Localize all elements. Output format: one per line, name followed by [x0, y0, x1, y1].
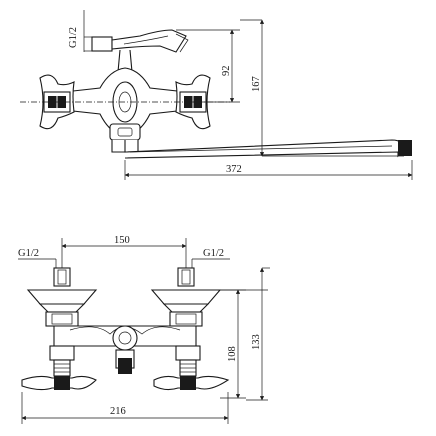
- left-inlet: [26, 267, 98, 327]
- front-body: [53, 325, 197, 374]
- thread-label-right: G1/2: [203, 248, 224, 259]
- thread-label-left: G1/2: [18, 248, 39, 259]
- mixer-body: [63, 67, 187, 153]
- dim-167: 167: [251, 76, 262, 92]
- dim-372: 372: [226, 164, 242, 175]
- diverter-lever: [91, 29, 189, 53]
- dim-133: 133: [251, 334, 262, 350]
- front-view: 150 G1/2 G1/2: [18, 235, 270, 424]
- dim-92: 92: [221, 66, 232, 77]
- dim-108: 108: [227, 346, 238, 362]
- thread-label-top: G1/2: [68, 27, 79, 48]
- right-inlet: [150, 267, 222, 327]
- top-view: G1/2 92 167 372: [20, 10, 413, 180]
- dim-216: 216: [110, 406, 126, 417]
- spout: [124, 139, 412, 159]
- dim-150: 150: [114, 235, 130, 246]
- left-valve: [49, 345, 75, 377]
- right-valve: [175, 345, 201, 377]
- right-handle: [153, 375, 230, 391]
- left-handle: [21, 375, 97, 391]
